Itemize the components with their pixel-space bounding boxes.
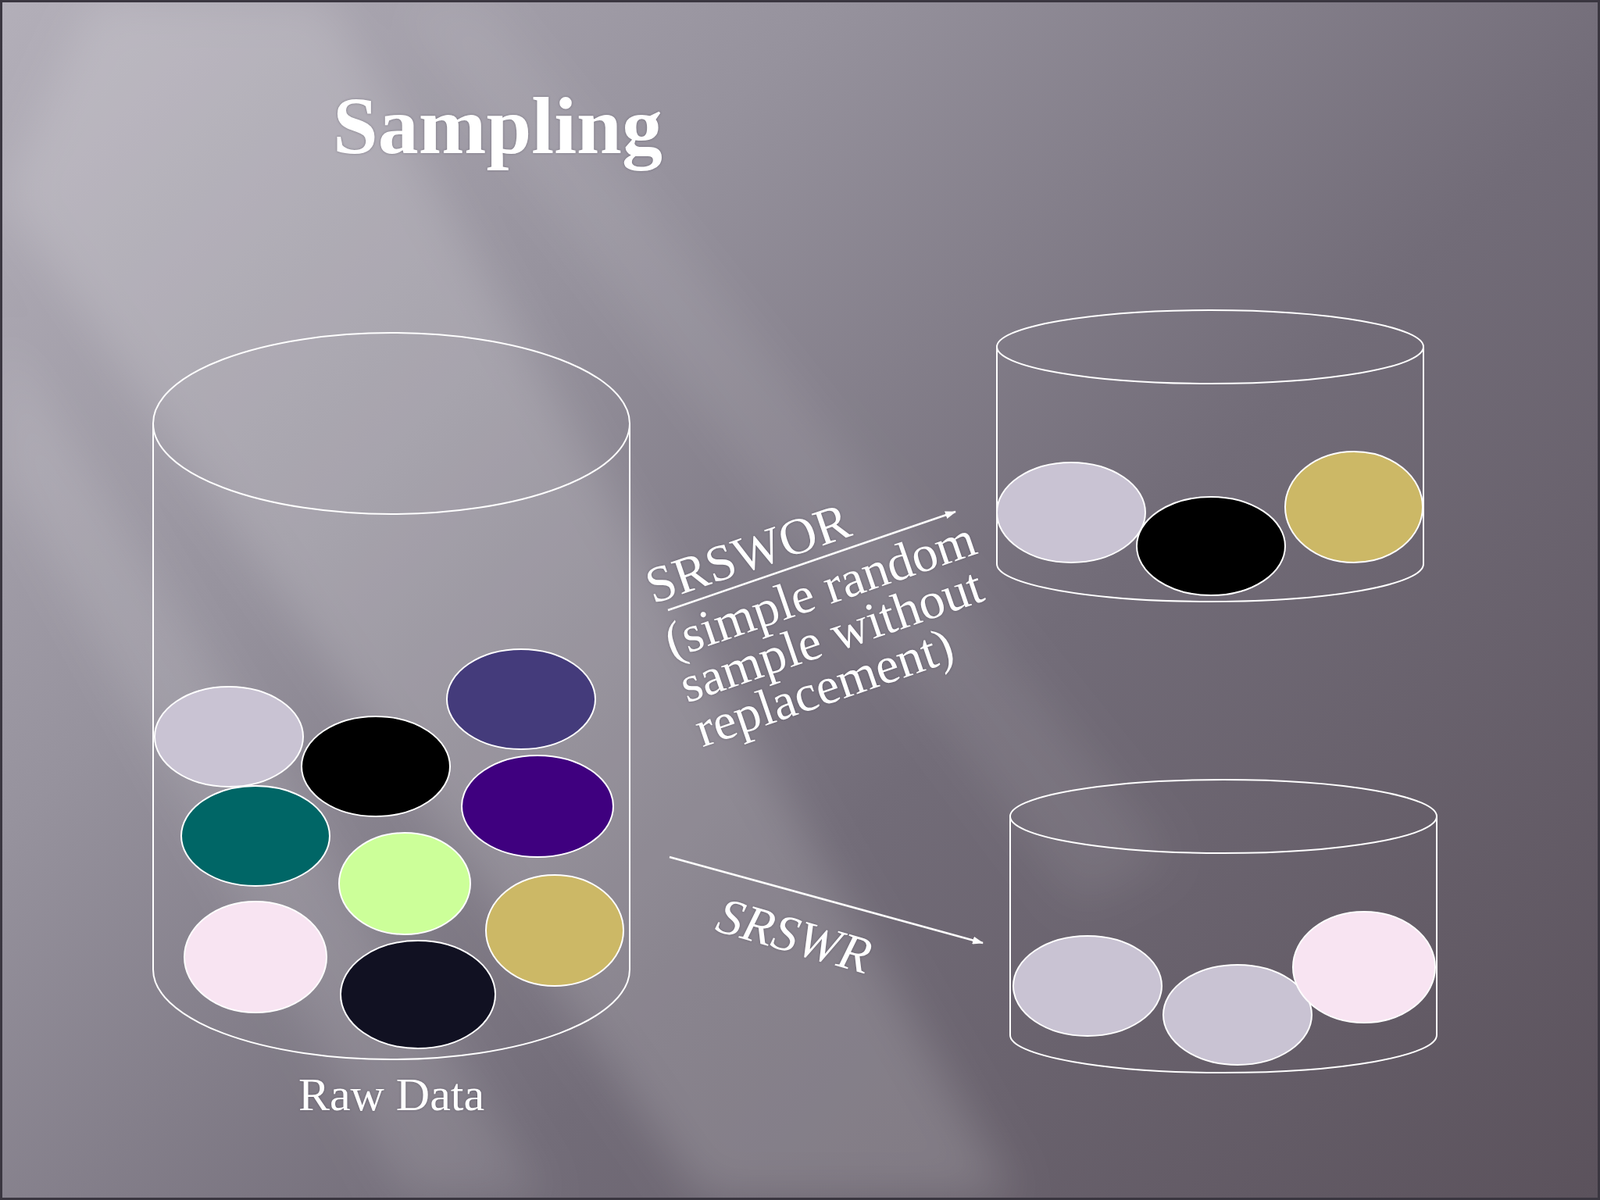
ball [1285, 451, 1423, 563]
cylinder-label: Raw Data [106, 1067, 677, 1122]
cylinder-side [1009, 816, 1011, 1036]
sample-balls [996, 451, 1423, 596]
sample-cylinder [1010, 779, 1437, 1073]
cylinder-side [1422, 346, 1425, 565]
ball [184, 901, 327, 1013]
cylinder-top [1010, 779, 1437, 854]
ball [1013, 935, 1162, 1036]
cylinder-side [152, 423, 154, 970]
sample-balls [1013, 911, 1436, 1065]
cylinder-side [1435, 816, 1438, 1036]
ball [154, 686, 304, 787]
cylinder-top [153, 332, 630, 515]
data-balls [154, 649, 624, 1049]
ball [340, 940, 496, 1049]
ball [1292, 911, 1436, 1023]
cylinder-outline [153, 332, 630, 1060]
sample-cylinder [996, 310, 1424, 602]
ball [996, 462, 1146, 563]
slide-title: Sampling [263, 78, 733, 173]
ball [461, 755, 614, 858]
ball [485, 875, 624, 986]
ball [446, 649, 596, 750]
cylinder-top [996, 310, 1424, 384]
ball [1136, 496, 1286, 596]
ball [301, 716, 450, 817]
data-cylinder: Raw Data [153, 332, 630, 1060]
ball [339, 832, 471, 935]
cylinder-side [996, 346, 998, 565]
cylinder-lines [153, 332, 630, 1060]
ball [181, 785, 330, 886]
light-beams [0, 0, 1172, 1200]
cylinder-side [628, 423, 631, 970]
ball [1163, 964, 1312, 1065]
